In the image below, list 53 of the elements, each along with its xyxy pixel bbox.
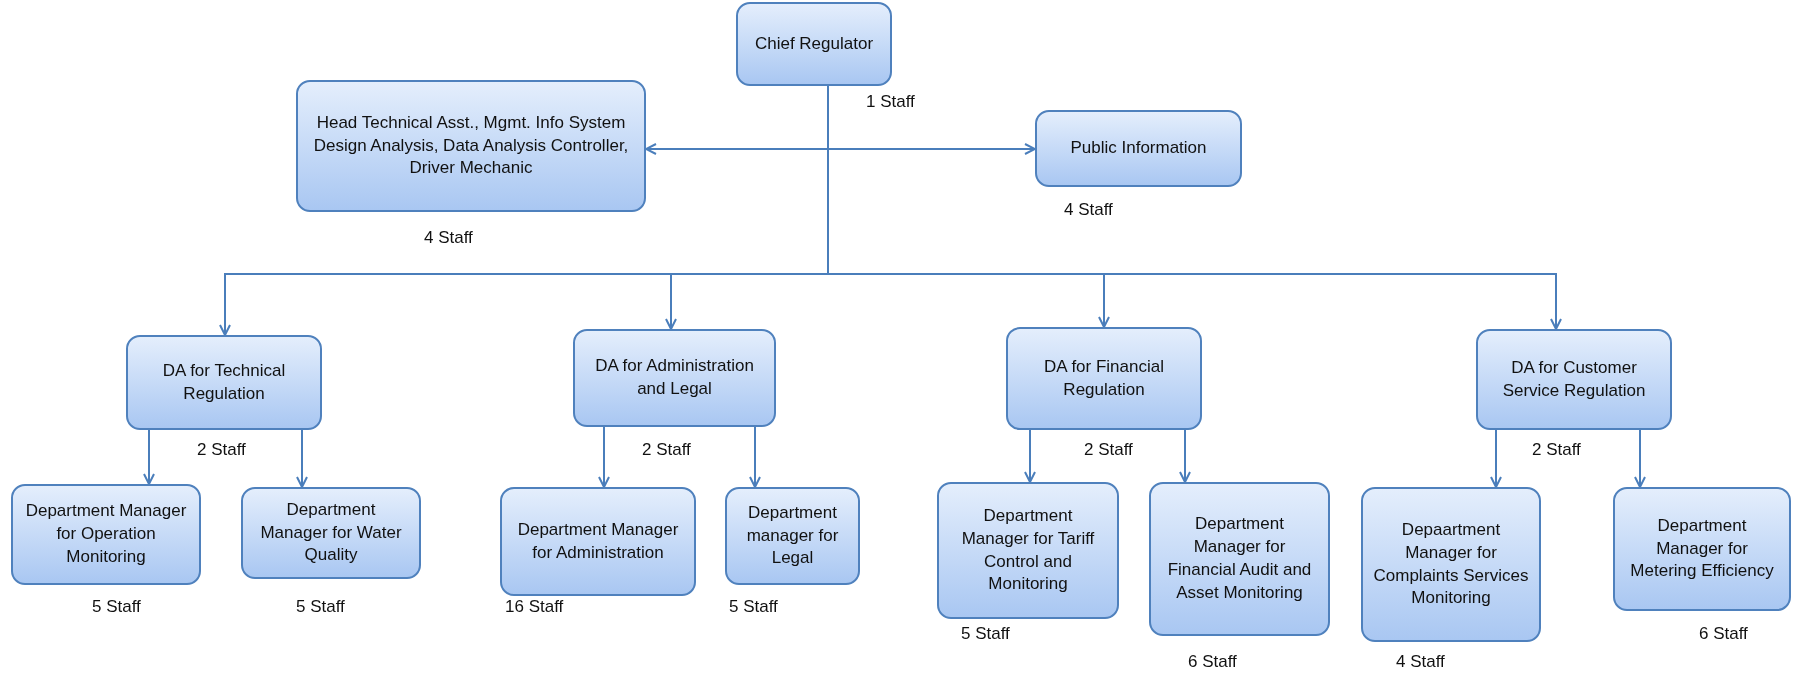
position-box — [241, 487, 421, 579]
staff-count-label: 2 Staff — [1532, 440, 1581, 460]
position-title: Department Manager for Operation Monitoring — [24, 500, 188, 568]
position-box — [1035, 110, 1242, 187]
connector-arrow — [296, 429, 308, 488]
position-title: DA for Technical Regulation — [161, 359, 287, 405]
position-title: Department Manager for Water Quality — [259, 498, 403, 567]
staff-count-label: 4 Staff — [1064, 200, 1113, 220]
staff-count-label: 2 Staff — [197, 440, 246, 460]
staff-count-label: 4 Staff — [1396, 652, 1445, 672]
connector-arrow — [1490, 429, 1502, 488]
staff-count-label: 6 Staff — [1188, 652, 1237, 672]
staff-count-label: 16 Staff — [505, 597, 564, 617]
position-title: Department Manager for Financial Audit and Asset Monitoring — [1166, 513, 1313, 604]
connector-arrow — [598, 426, 610, 488]
position-title: DA for Administration and Legal — [594, 355, 755, 400]
position-box — [725, 487, 860, 585]
position-box — [1613, 487, 1791, 611]
position-box — [1149, 482, 1330, 636]
staff-count-label: 4 Staff — [424, 228, 473, 248]
staff-count-label: 5 Staff — [296, 597, 345, 617]
position-box — [500, 487, 696, 596]
position-box — [573, 329, 776, 427]
connector-arrow — [1024, 429, 1036, 483]
staff-count-label: 2 Staff — [642, 440, 691, 460]
connector-arrow — [1634, 429, 1646, 488]
position-box — [296, 80, 646, 212]
connector-arrow — [1179, 429, 1191, 483]
staff-count-label: 1 Staff — [866, 92, 915, 112]
position-box — [1006, 327, 1202, 430]
position-box — [11, 484, 201, 585]
position-box — [1476, 329, 1672, 430]
position-box — [126, 335, 322, 430]
position-title: DA for Financial Regulation — [1043, 355, 1165, 401]
position-box — [1361, 487, 1541, 642]
staff-count-label: 5 Staff — [92, 597, 141, 617]
staff-count-label: 5 Staff — [729, 597, 778, 617]
position-title: Department Manager for Tariff Control and Monitoring — [960, 504, 1096, 596]
position-box — [937, 482, 1119, 619]
position-title: Department manager for Legal — [745, 501, 840, 570]
position-title: Chief Regulator — [754, 32, 874, 55]
position-title: Department Manager for Metering Efficiency — [1629, 514, 1775, 583]
staff-count-label: 6 Staff — [1699, 624, 1748, 644]
position-title: Department Manager for Administration — [516, 518, 680, 564]
position-title: DA for Customer Service Regulation — [1501, 356, 1647, 402]
position-title: Depaartment Manager for Complaints Services Monitoring — [1373, 518, 1529, 610]
position-title: Public Information — [1070, 137, 1207, 160]
position-title: Head Technical Asst., Mgmt. Info System Design Analysis, Data Analysis Controller, Driver Mechanic — [312, 111, 630, 180]
connector-arrow — [749, 426, 761, 488]
staff-count-label: 5 Staff — [961, 624, 1010, 644]
connector-arrow — [143, 429, 155, 485]
staff-count-label: 2 Staff — [1084, 440, 1133, 460]
position-box — [736, 2, 892, 86]
